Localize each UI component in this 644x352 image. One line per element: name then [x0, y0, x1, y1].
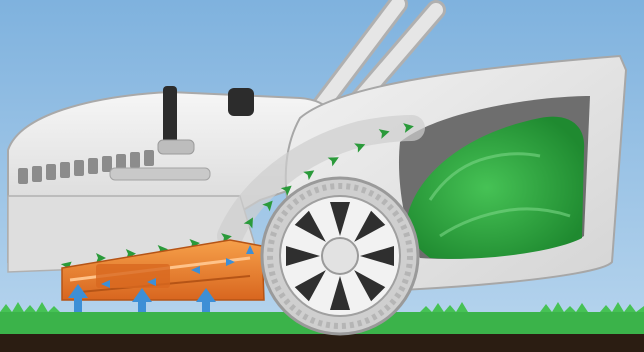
start-knob: [228, 88, 254, 116]
soil: [0, 334, 644, 352]
rear-wheel: [262, 178, 418, 334]
